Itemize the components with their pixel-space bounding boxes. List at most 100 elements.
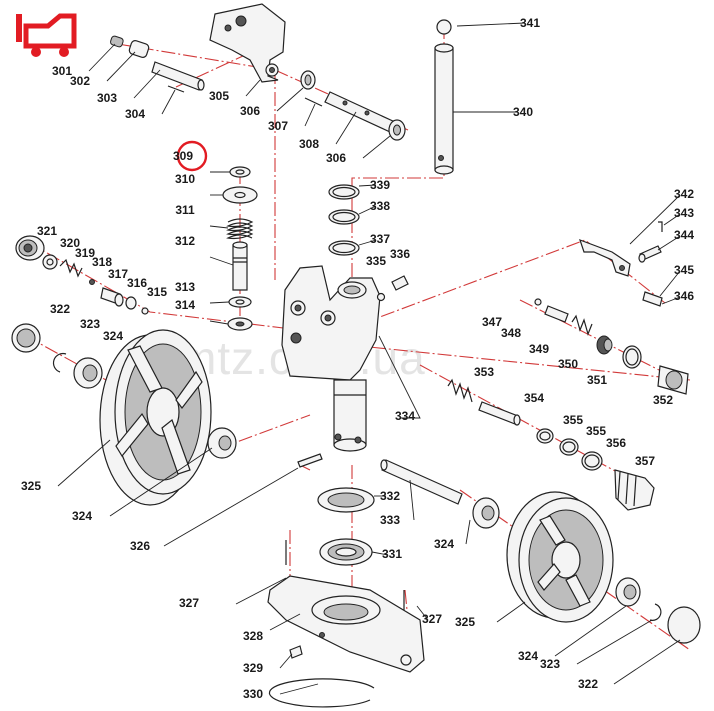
- part-label-343: 343: [674, 206, 694, 220]
- axle-308: [324, 91, 396, 133]
- lever-342: [579, 238, 631, 277]
- part-label-314: 314: [175, 298, 195, 312]
- seal-332: [317, 487, 375, 513]
- part-label-320: 320: [60, 236, 80, 250]
- part-label-306b: 306: [326, 151, 346, 165]
- shaft-303: [151, 61, 205, 91]
- washer-310: [222, 186, 258, 204]
- part-label-308: 308: [299, 137, 319, 151]
- valve-rod-354: [478, 401, 521, 426]
- seal-314: [227, 317, 253, 331]
- part-label-322b: 322: [578, 677, 598, 691]
- part-label-325a: 325: [21, 479, 41, 493]
- washer-313: [228, 296, 252, 308]
- brand-logo: [16, 13, 77, 57]
- part-label-348: 348: [501, 326, 521, 340]
- bearing-324-outer: [615, 577, 641, 607]
- bearing-324-right: [472, 497, 500, 529]
- part-label-322: 322: [50, 302, 70, 316]
- highlight-circle-309: [176, 140, 208, 172]
- axle-333: [380, 459, 463, 505]
- circlip-323: [52, 352, 67, 373]
- ring-351: [622, 345, 642, 369]
- part-label-352: 352: [653, 393, 673, 407]
- part-label-301: 301: [52, 64, 72, 78]
- spring-319: [59, 258, 83, 278]
- seal-337: [328, 240, 360, 256]
- part-label-307: 307: [268, 119, 288, 133]
- part-label-330: 330: [243, 687, 263, 701]
- ball-347: [534, 298, 542, 306]
- part-label-317: 317: [108, 267, 128, 281]
- piston-rod-340: [434, 43, 454, 175]
- part-label-341: 341: [520, 16, 540, 30]
- ring-356: [581, 451, 603, 471]
- part-label-332: 332: [380, 489, 400, 503]
- spring-311: [226, 218, 254, 240]
- part-label-333: 333: [380, 513, 400, 527]
- part-label-357: 357: [635, 454, 655, 468]
- leader-lines: [57, 22, 681, 695]
- part-label-338: 338: [370, 199, 390, 213]
- part-label-309: 309: [173, 149, 193, 163]
- ring-316: [125, 296, 137, 310]
- ring-320: [42, 254, 58, 270]
- part-label-310: 310: [175, 172, 195, 186]
- part-label-337: 337: [370, 232, 390, 246]
- yoke-bracket-305: [209, 3, 286, 83]
- part-label-305: 305: [209, 89, 229, 103]
- part-label-350: 350: [558, 357, 578, 371]
- bearing-324-inner: [207, 427, 237, 459]
- seal-338: [328, 209, 360, 225]
- part-label-354: 354: [524, 391, 544, 405]
- logo-wheel-left: [31, 47, 41, 57]
- part-label-347: 347: [482, 315, 502, 329]
- base-plate-328: [267, 575, 425, 673]
- part-label-340: 340: [513, 105, 533, 119]
- part-label-346: 346: [674, 289, 694, 303]
- part-label-304: 304: [125, 107, 145, 121]
- part-label-329: 329: [243, 661, 263, 675]
- plug-357: [614, 469, 655, 511]
- wheel-325-left: [99, 329, 212, 506]
- bushing-306-upper: [300, 70, 316, 90]
- part-label-356: 356: [606, 436, 626, 450]
- part-label-351: 351: [587, 373, 607, 387]
- cap-322-right: [667, 606, 701, 644]
- logo-wheel-right: [59, 47, 69, 57]
- pin-301: [110, 35, 124, 48]
- part-label-344: 344: [674, 228, 694, 242]
- pin-344: [638, 245, 662, 263]
- wheel-325-right: [506, 491, 614, 623]
- ball-341: [436, 19, 452, 35]
- cap-322: [11, 323, 41, 353]
- valve-317: [100, 287, 124, 307]
- part-label-353: 353: [474, 365, 494, 379]
- ball-335: [376, 292, 386, 302]
- piston-312: [232, 241, 248, 291]
- part-label-324d: 324: [518, 649, 538, 663]
- screw-345: [642, 291, 663, 307]
- part-label-303: 303: [97, 91, 117, 105]
- part-label-321: 321: [37, 224, 57, 238]
- part-label-323b: 323: [540, 657, 560, 671]
- pin-304: [167, 85, 185, 93]
- part-label-331: 331: [382, 547, 402, 561]
- pin-307: [304, 97, 323, 107]
- part-label-315: 315: [147, 285, 167, 299]
- part-label-355b: 355: [586, 424, 606, 438]
- circlip-330: [268, 678, 375, 708]
- bearing-324-left: [73, 357, 103, 389]
- part-label-306a: 306: [240, 104, 260, 118]
- logo-forklift-body: [23, 13, 77, 49]
- part-label-334: 334: [395, 409, 415, 423]
- part-label-342: 342: [674, 187, 694, 201]
- nut-350: [596, 335, 613, 355]
- part-label-318: 318: [92, 255, 112, 269]
- part-label-316: 316: [127, 276, 147, 290]
- bearing-321: [15, 235, 45, 261]
- part-label-325b: 325: [455, 615, 475, 629]
- part-label-312: 312: [175, 234, 195, 248]
- circlip-323-right: [649, 603, 662, 621]
